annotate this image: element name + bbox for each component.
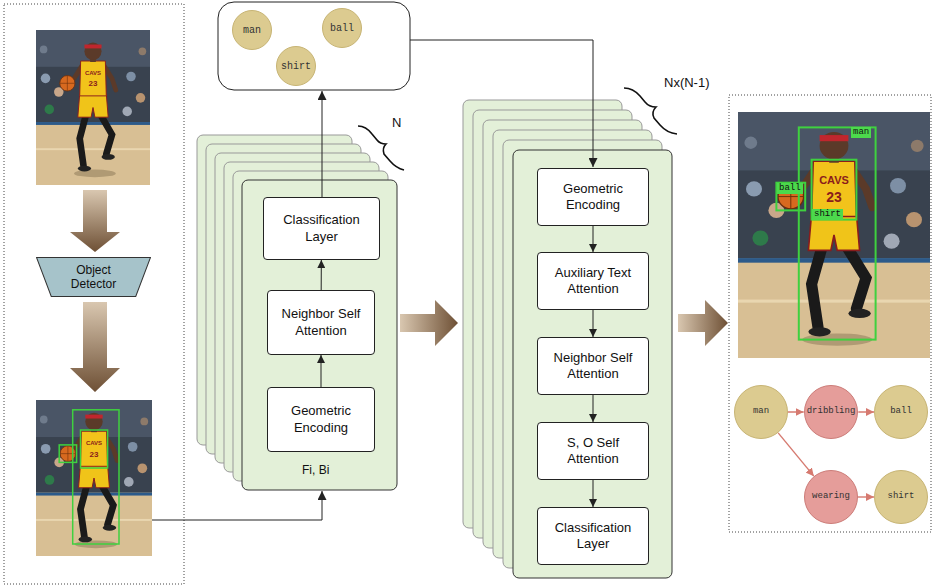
- node-text: wearing: [812, 492, 850, 502]
- process-box: Auxiliary Text Attention: [537, 252, 649, 310]
- node-text: man: [753, 407, 769, 417]
- process-box: S, O Self Attention: [537, 422, 649, 480]
- jersey-text: CAVS: [819, 175, 849, 186]
- detector-trapezoid: Object Detector: [36, 257, 151, 297]
- input-photo: [36, 30, 150, 185]
- connector-arrow: [788, 411, 804, 412]
- box-tag: shirt: [812, 209, 843, 220]
- node-text: Neighbor Self Attention: [275, 306, 367, 339]
- node-text: Geometric Encoding: [545, 181, 641, 214]
- detected-photo: [36, 400, 152, 556]
- node-text: S, O Self Attention: [545, 435, 641, 468]
- object-circle: ball: [874, 385, 928, 439]
- process-box: Neighbor Self Attention: [537, 337, 649, 395]
- connector-arrow: [778, 433, 814, 476]
- relation-circle: dribbling: [804, 385, 859, 440]
- node-text: man: [243, 25, 261, 36]
- layer-stack: [463, 100, 672, 578]
- box-tag: ball: [777, 183, 803, 194]
- object-circle: ball: [322, 8, 362, 48]
- process-box: Neighbor Self Attention: [267, 290, 375, 355]
- object-set-box: [218, 2, 410, 90]
- process-box: Geometric Encoding: [267, 387, 375, 452]
- node-text: shirt: [281, 61, 311, 72]
- node-text: dribbling: [807, 407, 856, 417]
- connector-arrow: [858, 411, 874, 412]
- repeat-count: Nx(N-1): [664, 76, 710, 91]
- detection-boxes: [59, 410, 119, 544]
- jersey-number: 23: [826, 190, 842, 204]
- object-circle: man: [232, 10, 272, 50]
- connector-arrow: [321, 260, 322, 290]
- dotted-panel: [729, 95, 931, 532]
- node-text: Classification Layer: [271, 212, 372, 245]
- jersey-number: 23: [89, 80, 98, 88]
- output-photo: [738, 112, 930, 358]
- jersey-text: CAVS: [85, 70, 101, 76]
- repeat-count: N: [392, 116, 401, 131]
- connector-arrow: [593, 395, 594, 422]
- jersey-number: 23: [90, 451, 99, 459]
- node-text: ball: [330, 23, 354, 34]
- process-box: Classification Layer: [537, 507, 649, 565]
- node-text: Auxiliary Text Attention: [545, 265, 641, 298]
- node-text: shirt: [887, 492, 914, 502]
- node-text: ball: [890, 407, 912, 417]
- node-text: Geometric Encoding: [275, 403, 367, 436]
- connector-arrow: [593, 226, 594, 252]
- node-text: Object Detector: [58, 263, 129, 292]
- connector-arrow: [321, 355, 322, 387]
- object-circle: shirt: [874, 470, 928, 524]
- detection-boxes: [776, 127, 875, 339]
- block-arrow: [70, 302, 120, 392]
- process-box: Classification Layer: [263, 197, 380, 260]
- output-line: [322, 91, 323, 197]
- box-tag: man: [851, 127, 871, 138]
- feature-line: [152, 491, 322, 520]
- object-circle: shirt: [276, 46, 316, 86]
- layer-stack: [197, 135, 397, 490]
- connector-arrow: [593, 480, 594, 507]
- object-circle: man: [734, 385, 788, 439]
- connector-arrow: [593, 310, 594, 337]
- relation-circle: wearing: [804, 470, 858, 524]
- input-label: Fi, Bi: [302, 464, 329, 478]
- block-arrow: [400, 300, 458, 346]
- block-arrow: [678, 300, 728, 346]
- block-arrow: [70, 190, 120, 252]
- jersey-text: CAVS: [86, 440, 102, 446]
- connector-arrow: [858, 496, 874, 497]
- node-text: Classification Layer: [545, 520, 641, 553]
- brace: [624, 88, 677, 134]
- dotted-panel: [4, 4, 184, 584]
- brace: [358, 126, 404, 170]
- process-box: Geometric Encoding: [537, 168, 649, 226]
- node-text: Neighbor Self Attention: [545, 350, 641, 383]
- text-input-line: [410, 40, 593, 167]
